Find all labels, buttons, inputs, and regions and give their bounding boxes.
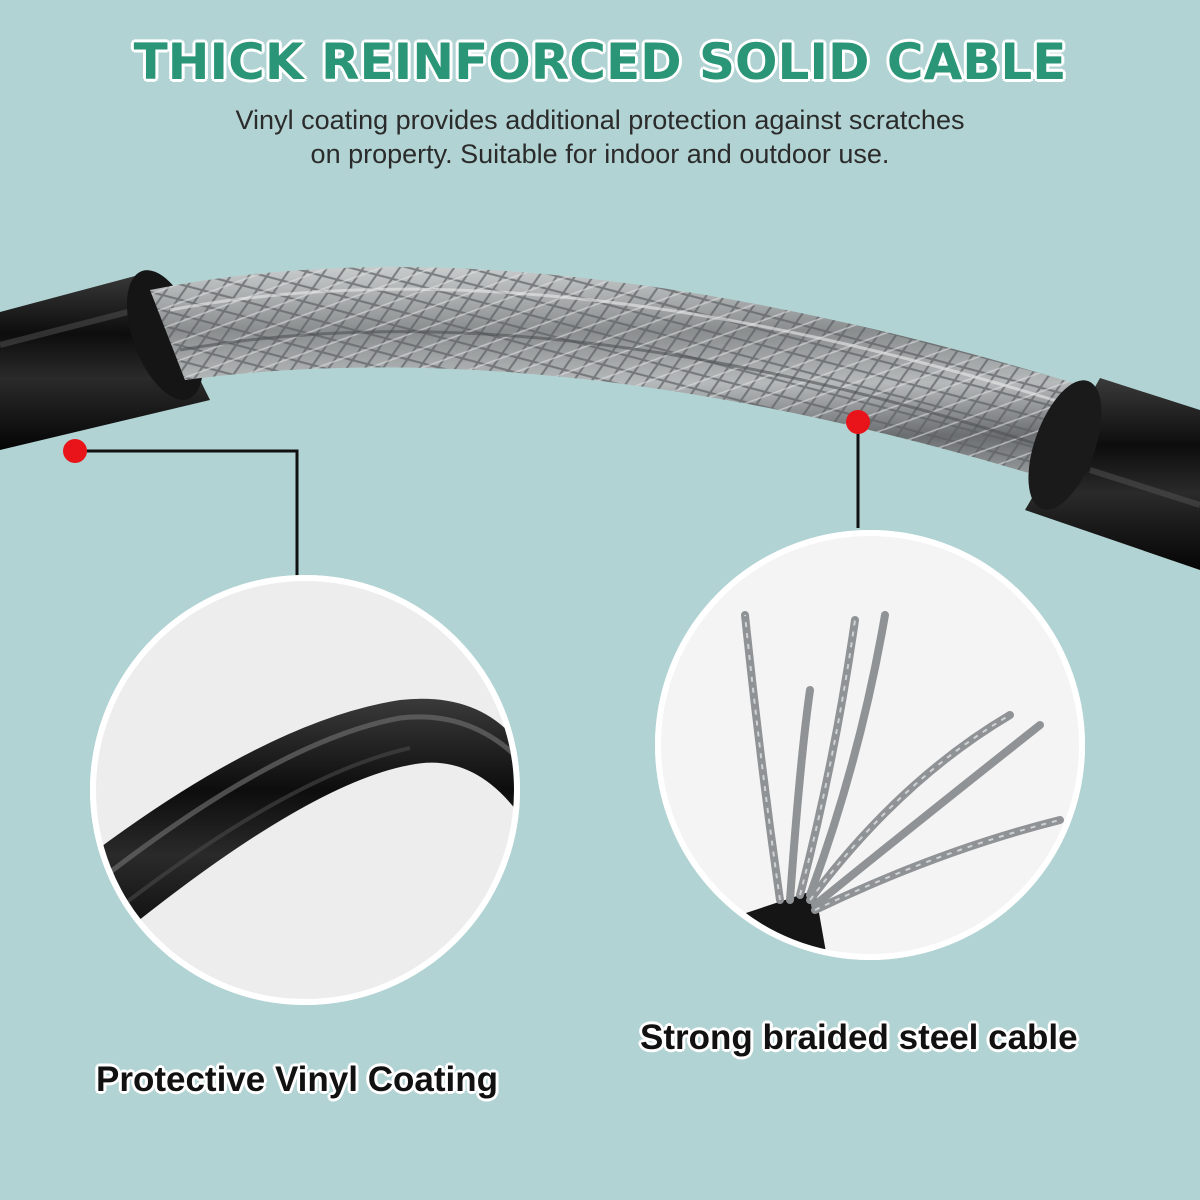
subtitle-line-1: Vinyl coating provides additional protec… [235, 105, 965, 135]
page-title: THICK REINFORCED SOLID CABLE [133, 33, 1067, 91]
label-protective-vinyl-coating: Protective Vinyl Coating [96, 1060, 498, 1099]
detail-circle-steel [655, 530, 1085, 960]
leader-line [75, 422, 860, 578]
marker-dot-right [846, 410, 870, 434]
cable-jacket-right [1025, 378, 1200, 570]
steel-braid-section [150, 267, 1080, 478]
subtitle-line-2: on property. Suitable for indoor and out… [310, 139, 890, 169]
label-strong-braided-steel-cable: Strong braided steel cable [640, 1018, 1078, 1057]
page-subtitle: Vinyl coating provides additional protec… [150, 103, 1050, 171]
detail-circle-vinyl [90, 575, 520, 1005]
marker-dot-left [63, 439, 87, 463]
